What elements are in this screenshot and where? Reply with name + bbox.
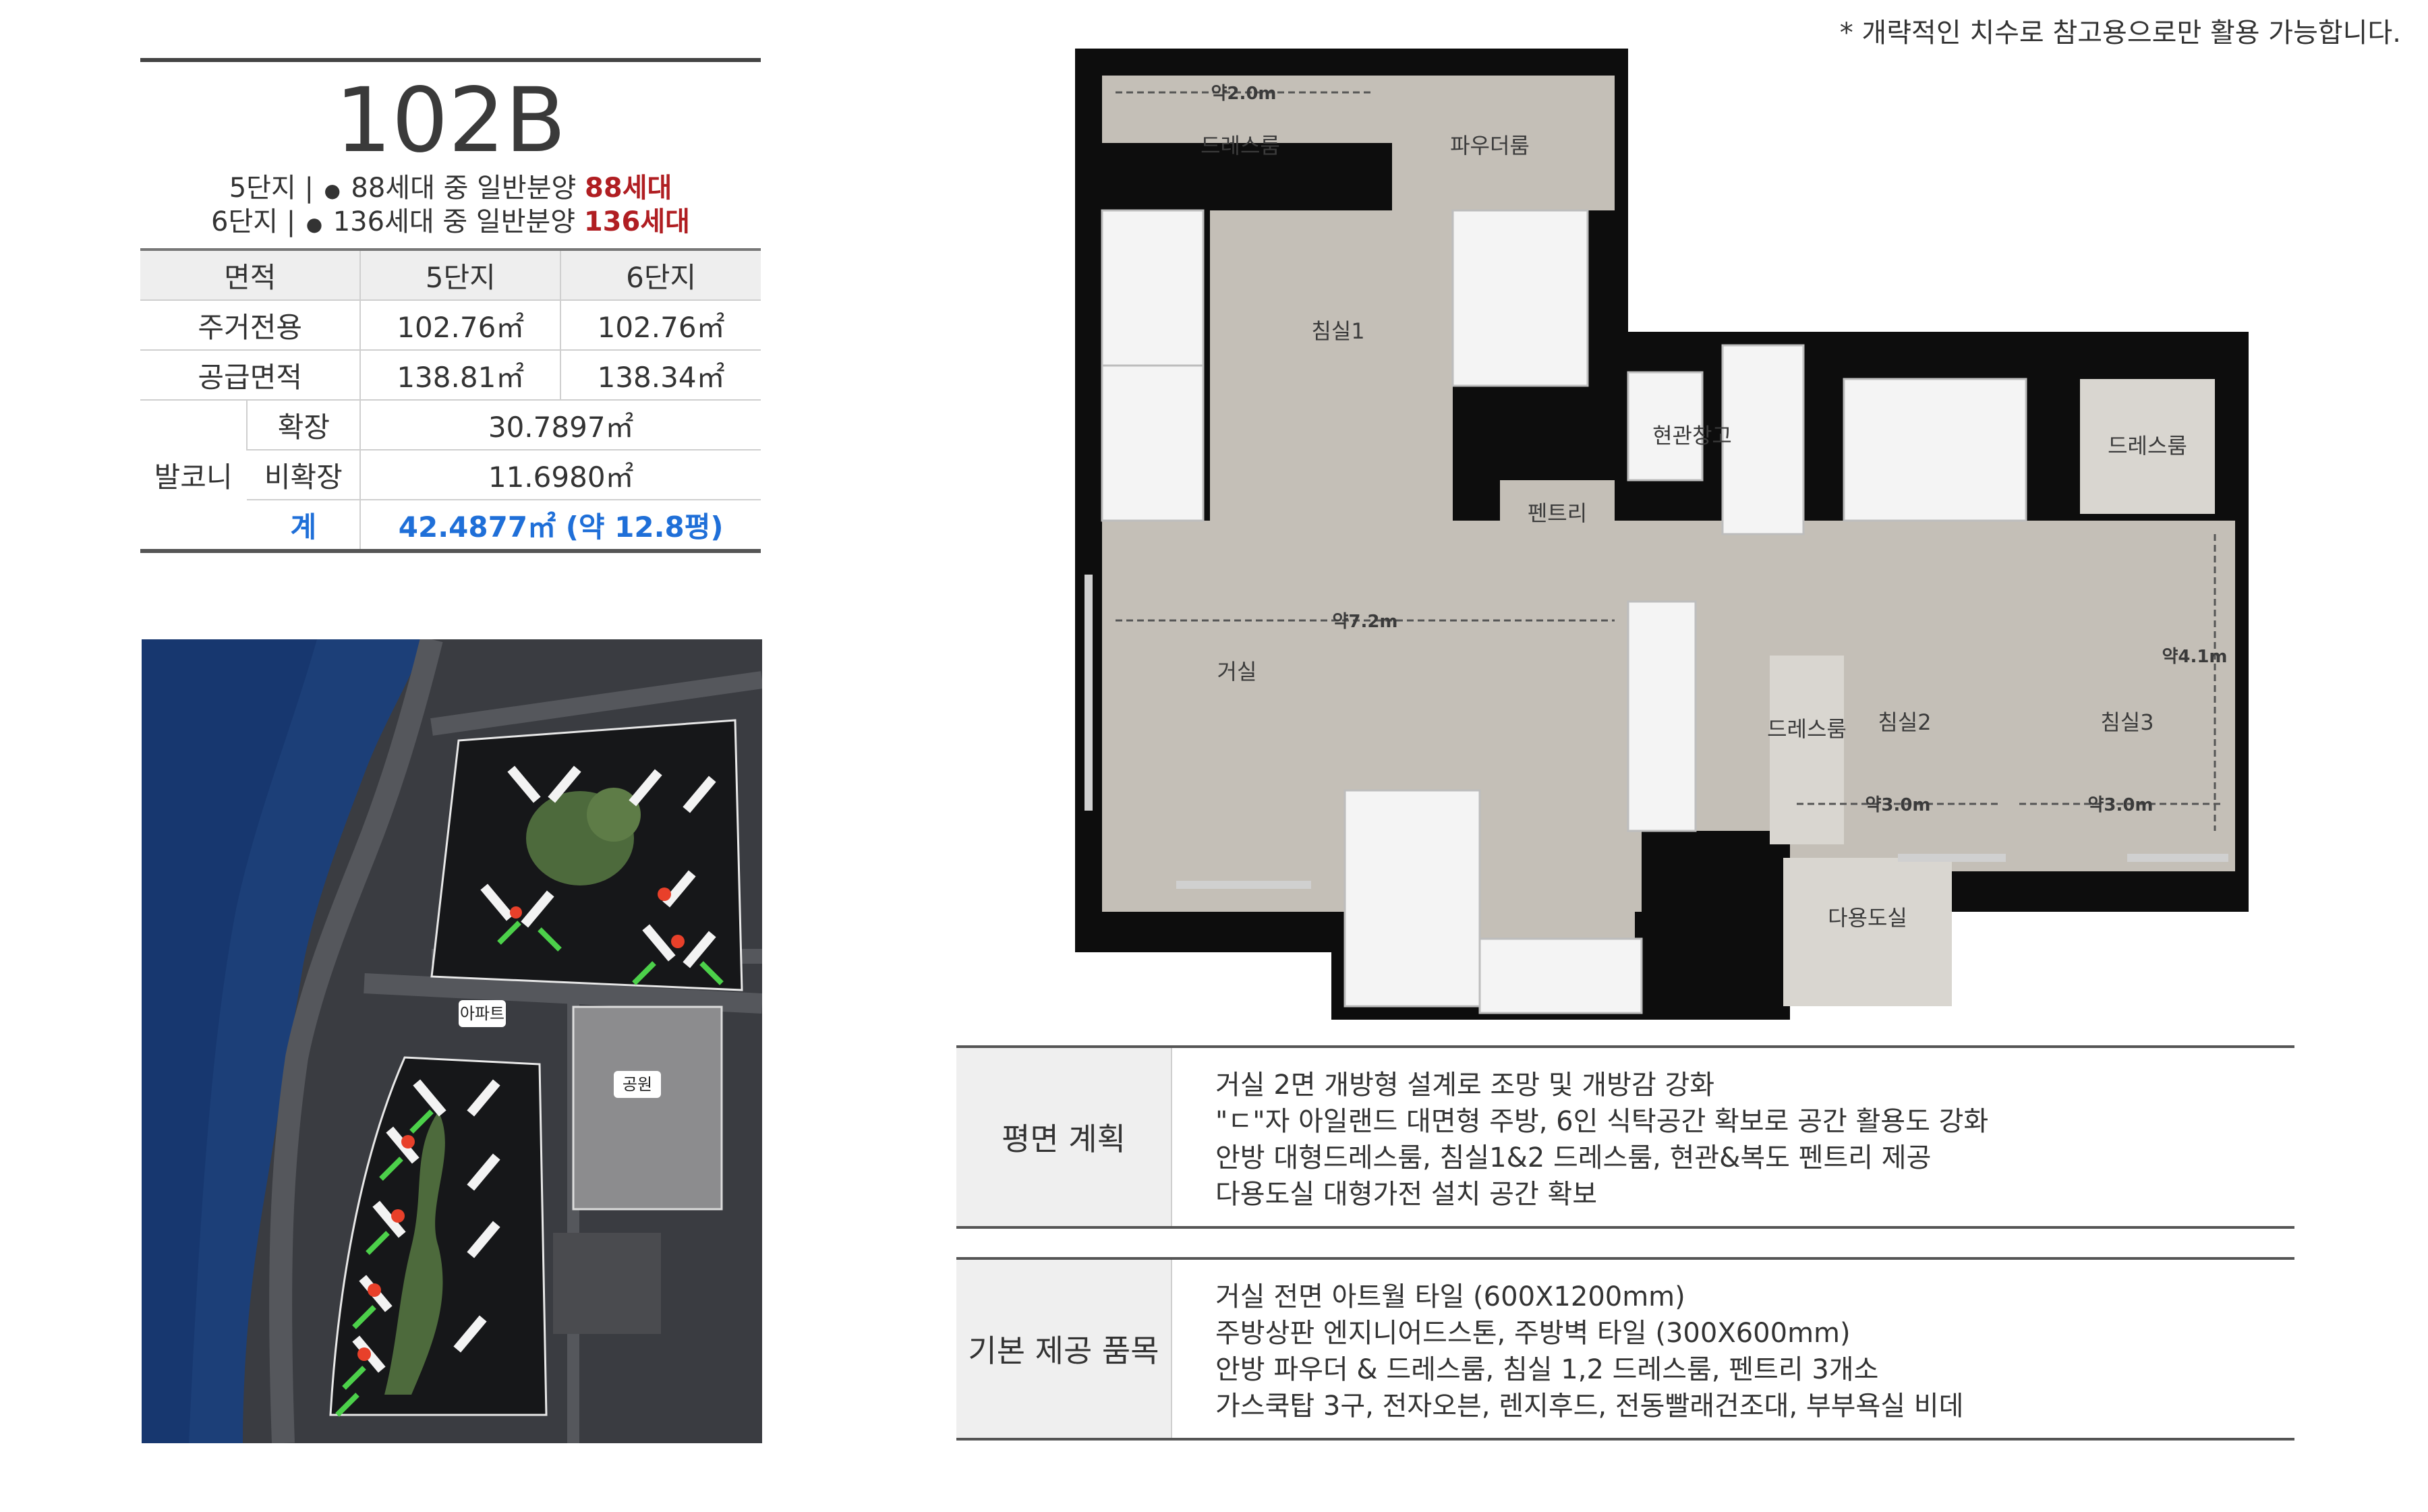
unit-title: 102B: [335, 69, 567, 173]
room-entry-storage: 현관창고: [1652, 423, 1732, 448]
room-utility: 다용도실: [1828, 905, 1907, 931]
table-row-total: 계 42.4877㎡ (약 12.8평): [140, 500, 761, 553]
disclaimer-note: * 개략적인 치수로 참고용으로만 활용 가능합니다.: [1839, 18, 2401, 49]
room-dressroom-1: 드레스룸: [1201, 133, 1280, 158]
list-item: 거실 2면 개방형 설계로 조망 및 개방감 강화: [1215, 1070, 1715, 1101]
plan-features: 평면 계획 거실 2면 개방형 설계로 조망 및 개방감 강화 "ㄷ"자 아일랜…: [956, 1045, 2294, 1229]
top-rule: [140, 58, 761, 62]
complex6-line: 6단지 | ● 136세대 중 일반분양 136세대: [211, 206, 690, 237]
basic-items-heading: 기본 제공 품목: [956, 1260, 1172, 1438]
room-dressroom-3: 드레스룸: [1767, 716, 1847, 742]
table-header: 면적 5단지 6단지: [140, 248, 761, 301]
list-item: 다용도실 대형가전 설치 공간 확보: [1215, 1179, 1598, 1210]
park-label: 공원: [623, 1075, 652, 1094]
list-item: "ㄷ"자 아일랜드 대면형 주방, 6인 식탁공간 확보로 공간 활용도 강화: [1215, 1106, 1989, 1137]
area-table: 면적 5단지 6단지 주거전용 102.76㎡ 102.76㎡ 공급면적 138…: [140, 248, 761, 553]
room-bedroom-2: 침실2: [1878, 709, 1931, 735]
table-row: 주거전용 102.76㎡ 102.76㎡: [140, 300, 761, 351]
room-dressroom-2: 드레스룸: [2108, 433, 2187, 459]
site-map-graphic: 아파트 공원: [142, 639, 762, 1443]
dim-bedroom2-width: 약3.0m: [1865, 795, 1930, 815]
list-item: 거실 전면 아트월 타일 (600X1200mm): [1215, 1281, 1685, 1312]
list-item: 안방 파우더 & 드레스룸, 침실 1,2 드레스룸, 펜트리 3개소: [1215, 1354, 1879, 1385]
room-powder: 파우더룸: [1450, 133, 1530, 158]
dim-living: 약7.2m: [1332, 612, 1397, 632]
basic-items: 기본 제공 품목 거실 전면 아트월 타일 (600X1200mm) 주방상판 …: [956, 1257, 2294, 1441]
dim-dressroom: 약2.0m: [1211, 84, 1276, 104]
dim-bedroom3-width: 약3.0m: [2087, 795, 2153, 815]
floor-plan: 드레스룸 파우더룸 침실1 현관창고 펜트리 드레스룸 거실 드레스룸 침실2 …: [1075, 49, 2249, 1026]
plan-features-list: 거실 2면 개방형 설계로 조망 및 개방감 강화 "ㄷ"자 아일랜드 대면형 …: [1172, 1048, 1988, 1226]
unit-summary: 102B 5단지 | ● 88세대 중 일반분양 88세대 6단지 | ● 13…: [140, 58, 761, 553]
plan-features-heading: 평면 계획: [956, 1048, 1172, 1226]
list-item: 가스쿡탑 3구, 전자오븐, 렌지후드, 전동빨래건조대, 부부욕실 비데: [1215, 1391, 1964, 1422]
floor-plan-graphic: 드레스룸 파우더룸 침실1 현관창고 펜트리 드레스룸 거실 드레스룸 침실2 …: [1075, 49, 2249, 1020]
list-item: 주방상판 엔지니어드스톤, 주방벽 타일 (300X600mm): [1215, 1318, 1851, 1349]
people-icon: ●: [324, 179, 341, 202]
table-row: 발코니 확장 30.7897㎡: [140, 400, 761, 553]
dim-bedroom3-depth: 약4.1m: [2162, 647, 2227, 667]
people-icon: ●: [306, 213, 323, 235]
room-pantry: 펜트리: [1528, 500, 1587, 526]
room-bedroom-3: 침실3: [2100, 709, 2154, 735]
complex6-count: 136세대: [583, 206, 690, 237]
complex5-line: 5단지 | ● 88세대 중 일반분양 88세대: [229, 173, 672, 204]
basic-items-list: 거실 전면 아트월 타일 (600X1200mm) 주방상판 엔지니어드스톤, …: [1172, 1260, 1963, 1438]
room-bedroom-1: 침실1: [1311, 318, 1364, 344]
table-row: 공급면적 138.81㎡ 138.34㎡: [140, 350, 761, 401]
apartment-label: 아파트: [460, 1004, 504, 1023]
room-living: 거실: [1217, 659, 1257, 685]
list-item: 안방 대형드레스룸, 침실1&2 드레스룸, 현관&복도 펜트리 제공: [1215, 1142, 1932, 1173]
complex5-count: 88세대: [585, 173, 672, 204]
table-row: 비확장 11.6980㎡: [140, 450, 761, 500]
site-map: 아파트 공원: [142, 639, 762, 1443]
